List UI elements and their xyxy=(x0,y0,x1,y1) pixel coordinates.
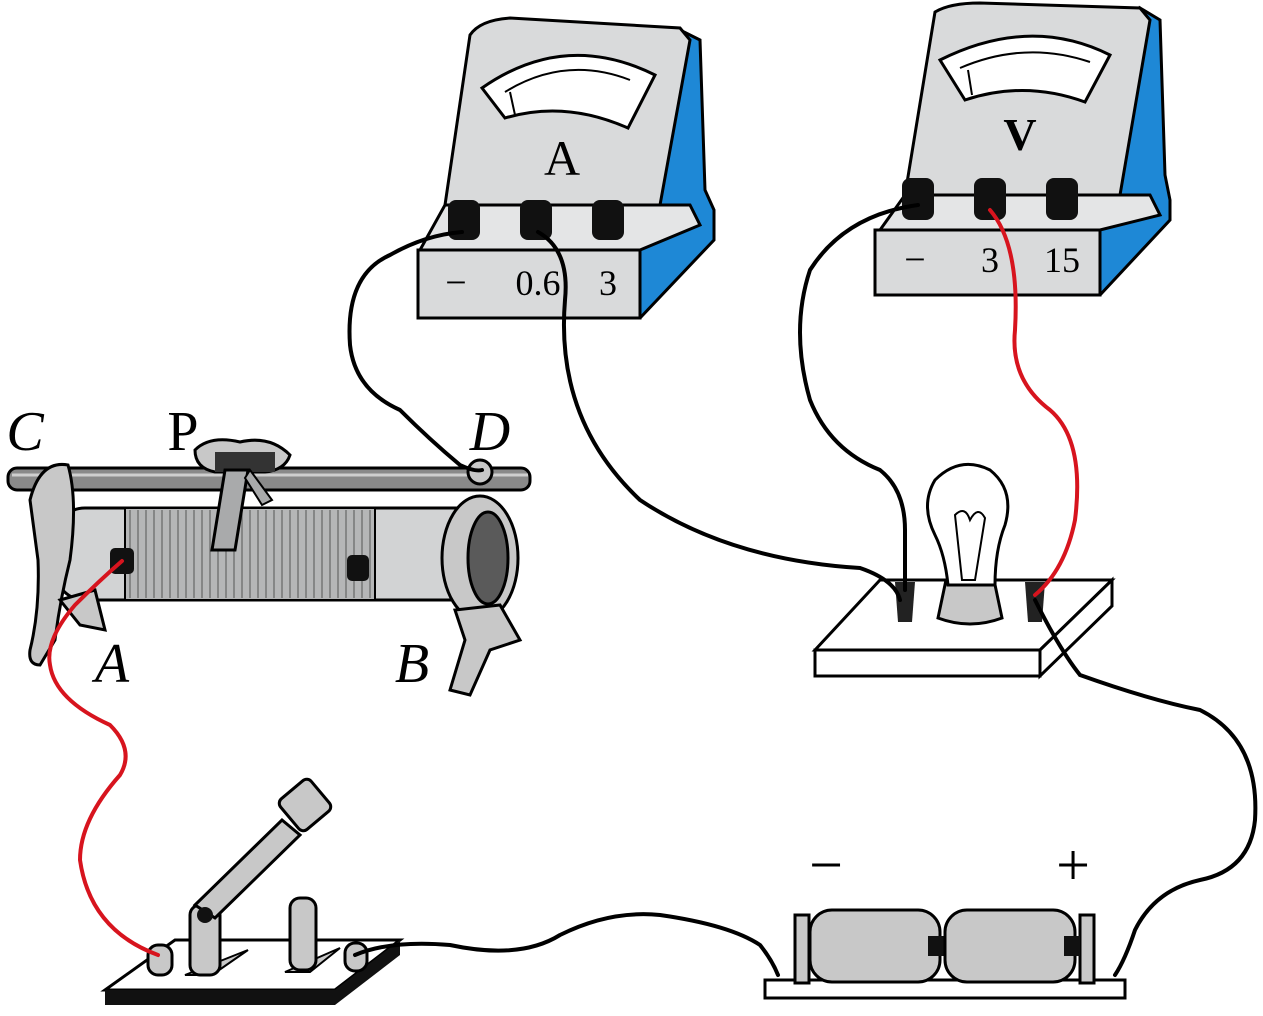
rheostat: C P D A B xyxy=(6,401,532,697)
label-a: A xyxy=(91,633,130,695)
lamp-socket xyxy=(936,578,1004,626)
wire-ammeter-neg-to-d xyxy=(347,230,484,473)
voltmeter-terminal-3: 3 xyxy=(981,240,999,280)
voltmeter-dial xyxy=(937,34,1113,104)
battery-negative-sign: − xyxy=(809,832,843,898)
wires xyxy=(47,203,1258,977)
label-p: P xyxy=(167,401,198,463)
lamp-bulb xyxy=(926,462,1010,587)
label-b: B xyxy=(395,633,429,695)
voltmeter: V − 3 15 xyxy=(873,1,1172,297)
rheostat-slider-p xyxy=(193,438,292,552)
switch-handle xyxy=(277,777,333,833)
voltmeter-terminal-neg: − xyxy=(904,239,925,281)
label-c: C xyxy=(6,401,44,463)
ammeter: A − 0.6 3 xyxy=(416,16,716,320)
wire-ammeter-0.6-to-lamp xyxy=(536,230,902,602)
ammeter-terminal-3: 3 xyxy=(599,263,617,303)
battery-cell-2 xyxy=(943,908,1080,984)
wire-switch-to-battery-neg xyxy=(353,912,780,977)
label-d: D xyxy=(469,401,510,463)
knife-switch xyxy=(100,777,405,1005)
voltmeter-terminal-knobs xyxy=(902,178,1078,220)
wire-voltmeter-3-to-lamp xyxy=(988,208,1080,597)
voltmeter-symbol: V xyxy=(1003,109,1036,160)
lamp xyxy=(811,462,1116,680)
wire-lamp-to-battery-pos xyxy=(1033,598,1258,977)
battery-cell-1 xyxy=(808,908,944,984)
ammeter-terminal-0.6: 0.6 xyxy=(516,263,561,303)
battery-positive-sign: + xyxy=(1056,832,1090,898)
battery-holder: − + xyxy=(763,832,1127,1000)
wire-voltmeter-neg-to-lamp xyxy=(798,203,920,592)
ammeter-terminal-neg: − xyxy=(445,262,466,304)
wire-rheostat-a-to-switch xyxy=(47,559,160,957)
voltmeter-terminal-15: 15 xyxy=(1044,240,1080,280)
ammeter-terminal-knobs xyxy=(448,200,624,240)
ammeter-symbol: A xyxy=(544,130,580,186)
